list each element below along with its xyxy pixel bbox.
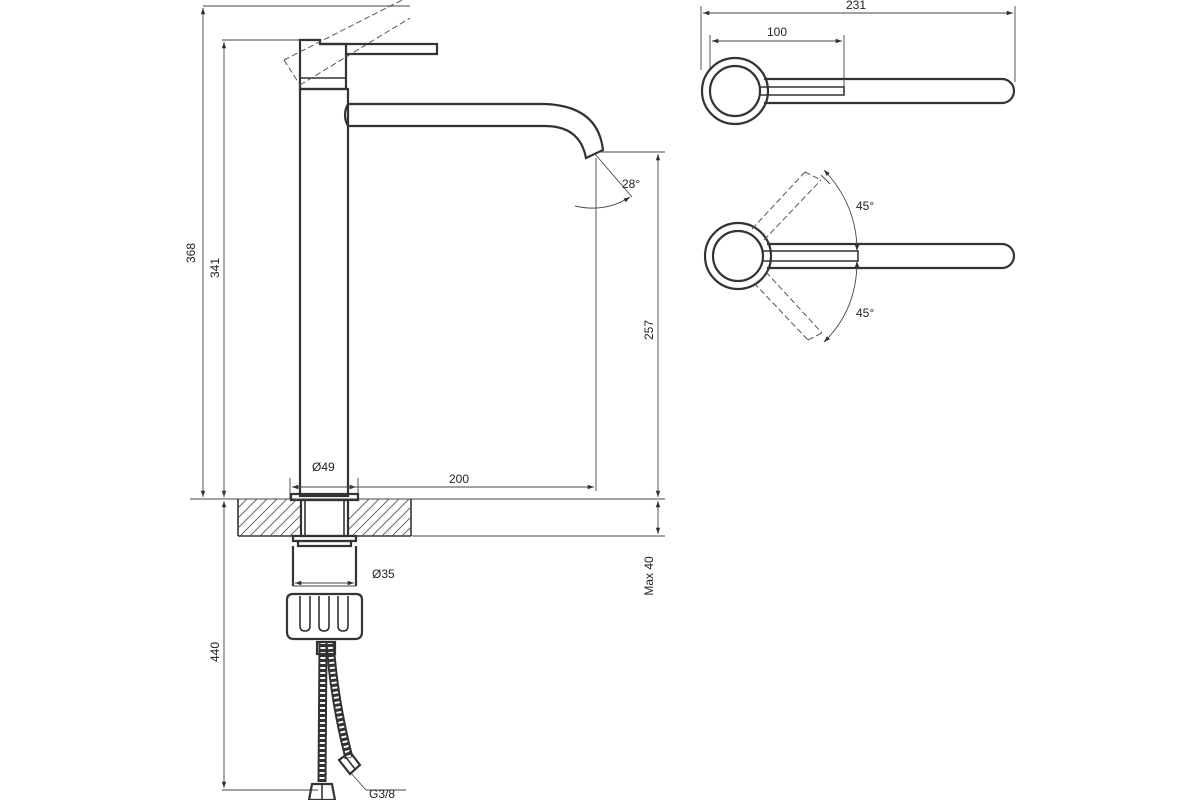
spout-top [764, 77, 1016, 105]
overall-height-label: 368 [184, 243, 198, 263]
deck-thickness-label: Max 40 [642, 556, 656, 596]
handle-alt-position [283, 0, 411, 86]
handle-top [760, 86, 845, 96]
body-height-label: 341 [208, 258, 222, 278]
tap-body [298, 87, 350, 498]
tap-body-top [700, 56, 770, 126]
spout-angle-arc [574, 196, 631, 209]
spout-rotation [767, 242, 1016, 270]
rotation-angle-upper-label: 45° [856, 199, 874, 213]
handle-cap [298, 38, 348, 91]
top-view: 231 100 [700, 0, 1016, 126]
hose-length-label: 440 [208, 642, 222, 662]
base-diameter-label: Ø49 [312, 460, 335, 474]
rotation-angle-lower-label: 45° [856, 306, 874, 320]
spout-reach-label: 200 [449, 472, 469, 486]
flexible-hoses [307, 640, 362, 800]
handle-length-label: 100 [767, 25, 787, 39]
shank-diameter-label: Ø35 [372, 567, 395, 581]
spout [348, 102, 605, 160]
side-view: 28° 368 341 257 Ø49 200 [184, 0, 665, 800]
handle-rotation [762, 250, 859, 262]
shank [299, 498, 350, 538]
rotation-view: 45° 45° [703, 169, 1016, 343]
hose-thread-label: G3/8 [369, 787, 395, 800]
countertop-deck [237, 499, 412, 537]
tap-body-rotation [703, 221, 773, 291]
fixing-nut [285, 592, 364, 641]
spout-angle-label: 28° [622, 177, 640, 191]
rotation-arc-lower [823, 260, 860, 343]
rotation-arc-upper [823, 169, 860, 252]
spout-height-label: 257 [642, 320, 656, 340]
handle-rotated-upper [751, 171, 822, 241]
handle-rotated-lower [753, 271, 823, 341]
total-length-label: 231 [846, 0, 866, 12]
handle-lever [320, 42, 439, 56]
